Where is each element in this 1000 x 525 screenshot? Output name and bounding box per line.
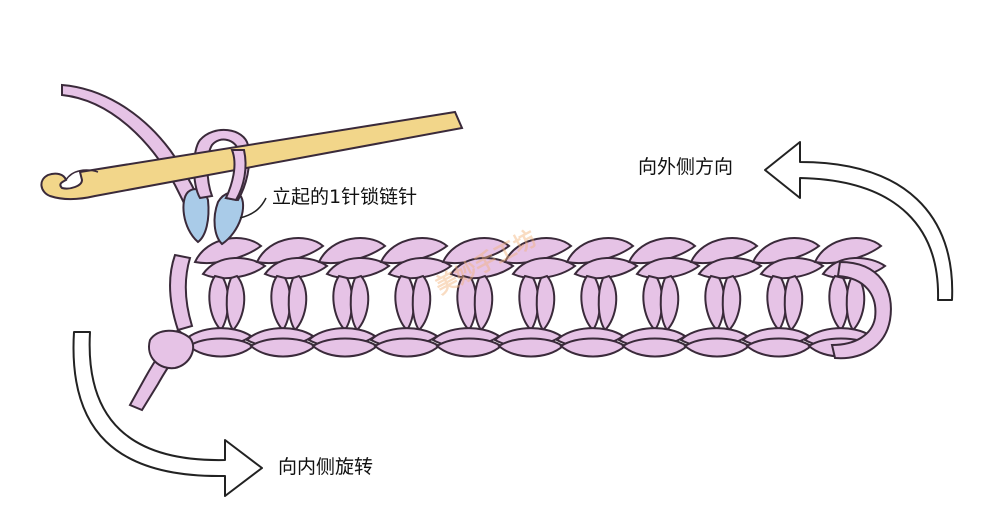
crochet-hook: [40, 110, 464, 200]
post-right: [225, 274, 246, 332]
chain-stitch-label: 立起的1针锁链针: [272, 186, 418, 208]
chain-stitch-lower: [187, 337, 255, 358]
chain-stitch-lower: [497, 337, 565, 358]
post-left: [270, 274, 291, 332]
post-left: [766, 274, 787, 332]
post-right: [597, 274, 618, 332]
chain-stitch-lower: [683, 337, 751, 358]
post-right: [411, 274, 432, 332]
chain-stitch-lower: [559, 337, 627, 358]
chain-stitch-lower: [745, 337, 813, 358]
post-left: [580, 274, 601, 332]
row-end-curve: [830, 260, 892, 360]
slip-knot: [148, 329, 195, 370]
post-left: [642, 274, 663, 332]
arrow-outward-icon: [764, 141, 954, 301]
loop-front-strand: [224, 149, 247, 202]
post-right: [783, 274, 804, 332]
post-right: [349, 274, 370, 332]
arrow-inward-icon: [72, 331, 263, 497]
outward-direction-label: 向外侧方向: [638, 156, 734, 178]
chain-stitch-lower: [621, 337, 689, 358]
chain-stitch-lower: [311, 337, 379, 358]
label-leader: [239, 197, 267, 219]
highlighted-chain-stitch: [182, 188, 245, 246]
stitch-row-top: [193, 237, 887, 280]
post-right: [659, 274, 680, 332]
post-left: [704, 274, 725, 332]
foundation-chain: [183, 327, 875, 358]
stitch-posts: [208, 274, 866, 332]
left-edge-post: [169, 253, 194, 332]
post-right: [473, 274, 494, 332]
post-left: [332, 274, 353, 332]
post-left: [518, 274, 539, 332]
post-left: [208, 274, 229, 332]
post-left: [828, 274, 849, 332]
chain-stitch-lower: [373, 337, 441, 358]
chain-stitch-lower: [435, 337, 503, 358]
inward-turn-label: 向内侧旋转: [278, 456, 374, 478]
chain-stitch-lower: [249, 337, 317, 358]
post-right: [287, 274, 308, 332]
post-left: [394, 274, 415, 332]
post-right: [721, 274, 742, 332]
post-right: [535, 274, 556, 332]
